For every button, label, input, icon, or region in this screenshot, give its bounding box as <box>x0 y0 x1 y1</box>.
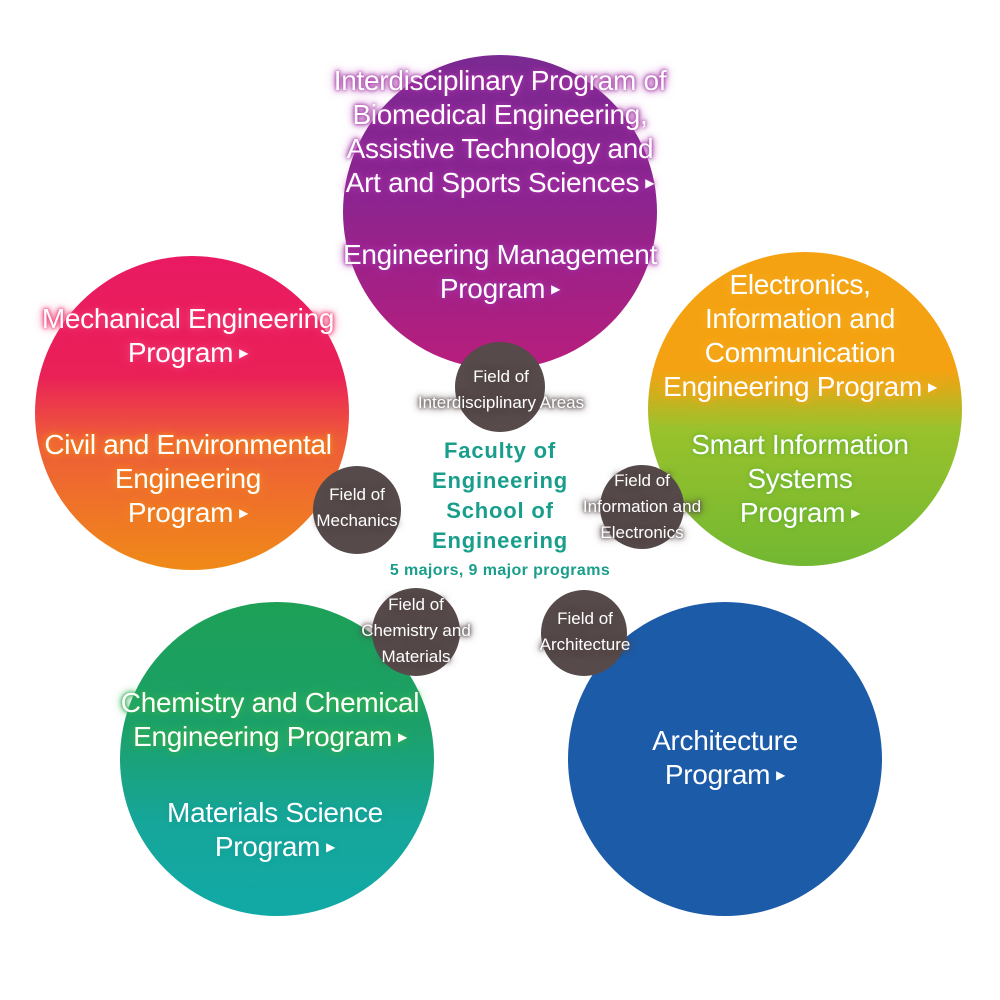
program-label-line: Materials Science <box>167 797 383 828</box>
field-mechanics-label: Field of Mechanics <box>297 482 417 534</box>
field-label-line: Architecture <box>539 635 631 654</box>
arrow-right-icon: ▶ <box>326 839 336 854</box>
field-label-line: Electronics <box>600 523 684 542</box>
interdisciplinary-circle <box>343 55 657 369</box>
materials-science-program-link[interactable]: Materials Science Program ▶ <box>120 796 430 866</box>
arrow-right-icon: ▶ <box>397 729 407 744</box>
information-electronics-circle <box>648 252 962 566</box>
program-label-line: Program <box>439 273 546 304</box>
program-label-line: Program <box>739 497 846 528</box>
program-label-line: Engineering Management <box>342 239 658 270</box>
arrow-right-icon: ▶ <box>776 767 786 782</box>
program-label-line: Art and Sports Sciences <box>345 167 640 198</box>
program-label-line: Program <box>127 337 234 368</box>
mechanics-circle <box>35 256 349 570</box>
field-mechanics-circle <box>313 466 401 554</box>
field-chemistry-label: Field of Chemistry and Materials <box>338 592 494 670</box>
field-label-line: Field of <box>473 367 529 386</box>
program-label-line: Program <box>214 831 321 862</box>
field-label-line: Materials <box>381 647 451 666</box>
field-label-line: Field of <box>614 471 670 490</box>
arrow-right-icon: ▶ <box>551 281 561 296</box>
arrow-right-icon: ▶ <box>645 175 655 190</box>
field-interdisciplinary-circle <box>455 342 545 432</box>
program-label-line: Electronics, <box>729 269 871 300</box>
program-label-line: Engineering Program <box>133 721 392 752</box>
field-information-label: Field of Information and Electronics <box>560 468 724 546</box>
biomedical-program-link[interactable]: Interdisciplinary Program of Biomedical … <box>270 64 730 202</box>
mechanical-engineering-program-link[interactable]: Mechanical Engineering Program ▶ <box>12 302 364 372</box>
field-label-line: Interdisciplinary Areas <box>417 393 585 412</box>
field-label-line: Field of <box>388 595 444 614</box>
architecture-program-link[interactable]: Architecture Program ▶ <box>590 724 860 794</box>
program-label-line: Communication <box>704 337 896 368</box>
engineering-management-program-link[interactable]: Engineering Management Program ▶ <box>300 238 700 308</box>
field-label-line: Field of <box>557 609 613 628</box>
program-label-line: Engineering <box>114 463 262 494</box>
field-label-line: Field of <box>329 485 385 504</box>
field-interdisciplinary-label: Field of Interdisciplinary Areas <box>388 364 614 416</box>
arrow-right-icon: ▶ <box>239 345 249 360</box>
faculty-title-line: Engineering <box>432 528 568 553</box>
arrow-right-icon: ▶ <box>851 505 861 520</box>
program-label-line: Assistive Technology and <box>346 133 654 164</box>
program-label-line: Engineering Program <box>663 371 922 402</box>
field-architecture-label: Field of Architecture <box>515 606 655 658</box>
program-label-line: Mechanical Engineering <box>41 303 335 334</box>
program-label-line: Systems <box>747 463 853 494</box>
arrow-right-icon: ▶ <box>239 505 249 520</box>
program-label-line: Architecture <box>652 725 798 756</box>
field-chemistry-circle <box>372 588 460 676</box>
arrow-right-icon: ▶ <box>927 379 937 394</box>
field-label-line: Mechanics <box>316 511 398 530</box>
faculty-title-line: School of <box>446 498 554 523</box>
field-label-line: Information and <box>582 497 702 516</box>
program-label-line: Biomedical Engineering, <box>352 99 648 130</box>
civil-environmental-program-link[interactable]: Civil and Environmental Engineering Prog… <box>12 428 364 532</box>
program-label-line: Program <box>664 759 771 790</box>
field-information-circle <box>600 465 684 549</box>
majors-summary: 5 majors, 9 major programs <box>389 562 611 579</box>
chemistry-chemical-engineering-program-link[interactable]: Chemistry and Chemical Engineering Progr… <box>80 686 460 756</box>
electronics-communication-program-link[interactable]: Electronics, Information and Communicati… <box>630 268 970 406</box>
faculty-title-line: Engineering <box>432 468 568 493</box>
program-label-line: Chemistry and Chemical <box>120 687 420 718</box>
faculty-title-line: Faculty of <box>444 438 556 463</box>
program-label-line: Interdisciplinary Program of <box>333 65 667 96</box>
program-label-line: Civil and Environmental <box>44 429 332 460</box>
field-label-line: Chemistry and <box>361 621 471 640</box>
faculty-title: Faculty of Engineering School of Enginee… <box>400 436 600 556</box>
program-label-line: Program <box>127 497 234 528</box>
smart-information-systems-program-link[interactable]: Smart Information Systems Program ▶ <box>650 428 950 532</box>
program-label-line: Information and <box>704 303 896 334</box>
program-label-line: Smart Information <box>691 429 909 460</box>
field-architecture-circle <box>541 590 627 676</box>
